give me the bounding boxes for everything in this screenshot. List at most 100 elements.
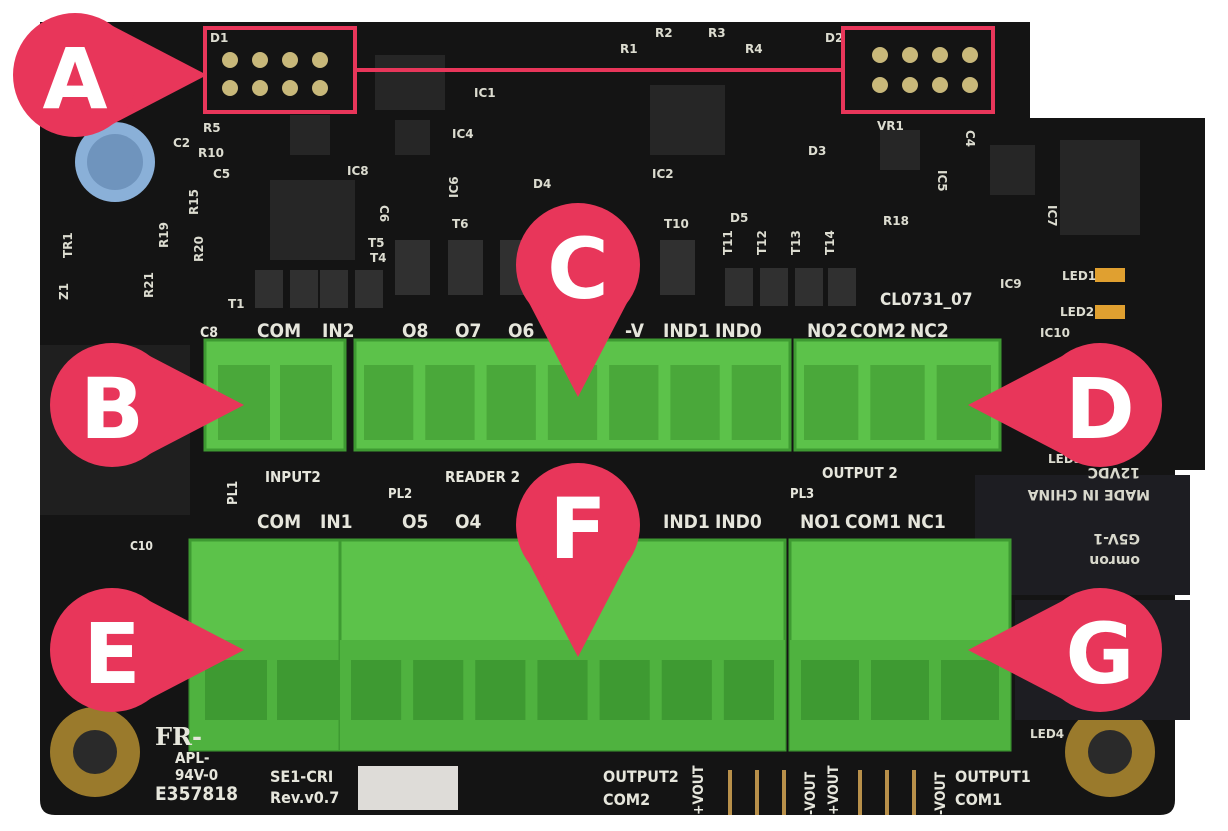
footer-rev: Rev.v0.7: [270, 788, 339, 807]
terminal-slot: [723, 660, 774, 720]
footer-cert: E357818: [155, 783, 238, 805]
component-label: LED4: [1030, 727, 1064, 741]
label-com: COM: [257, 320, 301, 342]
component-label: R3: [708, 26, 726, 40]
header-pins: [222, 47, 978, 96]
footer-com1: COM1: [955, 790, 1002, 809]
component-label: TR1: [61, 232, 75, 258]
component-label: R1: [620, 42, 638, 56]
terminal-block-output1: [788, 538, 1012, 752]
component-label: IC1: [474, 86, 496, 100]
label-o7: O7: [455, 320, 481, 342]
callout-letter: A: [42, 30, 107, 128]
label-ind1-top: IND1: [663, 320, 710, 342]
component-label: C4: [963, 130, 977, 147]
terminal-slot: [941, 660, 999, 720]
label-nc1: NC1: [907, 511, 946, 533]
blank-label-sticker: [358, 766, 458, 810]
callout-letter: C: [547, 220, 609, 318]
component-label: T11: [721, 230, 735, 255]
label-no2: NO2: [807, 320, 848, 342]
group-input2: INPUT2: [265, 468, 321, 486]
relay-brand: omron: [1089, 552, 1140, 568]
footer-vout-minus-1: -VOUT: [933, 771, 949, 815]
terminal-slot: [599, 660, 650, 720]
label-c8: C8: [200, 325, 218, 341]
callout-marker-f: F: [516, 463, 640, 657]
label-ind0-bottom: IND0: [715, 511, 762, 533]
terminal-slot: [351, 660, 402, 720]
component-label: T5: [368, 236, 385, 250]
leds: [1095, 268, 1125, 319]
callout-letter: G: [1066, 605, 1135, 703]
terminal-slot: [801, 660, 859, 720]
label-ind1-bottom: IND1: [663, 511, 710, 533]
label-o6: O6: [508, 320, 534, 342]
component-label: IC7: [1045, 205, 1059, 227]
label-nc2: NC2: [910, 320, 949, 342]
component-label: IC6: [447, 176, 461, 198]
component-label: LED1: [1062, 269, 1096, 283]
component-label: IC10: [1040, 326, 1070, 340]
relay-origin: MADE IN CHINA: [1027, 486, 1150, 502]
component-label: IC5: [935, 170, 949, 192]
footer-fr: FR-: [155, 722, 202, 751]
component-label: C5: [213, 167, 230, 181]
callout-letter: B: [80, 360, 144, 458]
terminal-slot: [661, 660, 712, 720]
terminal-slot: [731, 365, 781, 440]
label-minus-v: -V: [625, 320, 645, 342]
component-label: T1: [228, 297, 245, 311]
callout-marker-c: C: [516, 203, 640, 397]
terminal-slot: [609, 365, 659, 440]
component-label: R5: [203, 121, 221, 135]
component-label: VR1: [877, 119, 904, 133]
highlight-header-a: [203, 26, 995, 114]
component-label: R21: [142, 272, 156, 298]
footer-apl: APL-: [175, 749, 210, 767]
terminal-slot: [804, 365, 859, 440]
footer-vout-plus-2: +VOUT: [691, 765, 707, 815]
component-label: Z1: [57, 283, 71, 300]
component-label: R18: [883, 214, 909, 228]
callout-marker-g: G: [968, 588, 1162, 712]
label-in1: IN1: [320, 511, 353, 533]
component-label: D1: [210, 31, 228, 45]
label-com1: COM1: [845, 511, 901, 533]
component-label: T12: [755, 230, 769, 255]
terminal-slot: [364, 365, 414, 440]
footer-rating: 94V-0: [175, 766, 218, 784]
mounting-hole-left: [50, 707, 140, 797]
component-label: R15: [187, 189, 201, 215]
terminal-slot: [670, 365, 720, 440]
component-label: IC2: [652, 167, 674, 181]
component-label: R19: [157, 222, 171, 248]
terminal-block-output2: [793, 338, 1002, 452]
component-label: R10: [198, 146, 224, 160]
component-label: D2: [825, 31, 843, 45]
component-label: IC4: [452, 127, 474, 141]
label-o5: O5: [402, 511, 428, 533]
component-label: C2: [173, 136, 190, 150]
label-o4: O4: [455, 511, 482, 533]
label-board-id: CL0731_07: [880, 290, 972, 310]
component-label: R20: [192, 236, 206, 262]
label-com-bottom: COM: [257, 511, 301, 533]
component-label: IC8: [347, 164, 369, 178]
terminal-slot: [475, 660, 526, 720]
terminal-block-reader1: [338, 538, 787, 752]
terminal-slot: [413, 660, 464, 720]
component-label: T13: [789, 230, 803, 255]
group-reader2: READER 2: [445, 468, 520, 486]
relay-model: G5V-1: [1093, 530, 1140, 546]
component-label: LED2: [1060, 305, 1094, 319]
label-o8: O8: [402, 320, 428, 342]
label-ind0-top: IND0: [715, 320, 762, 342]
terminal-slot: [537, 660, 588, 720]
component-label: T10: [664, 217, 689, 231]
callout-letter: D: [1065, 360, 1135, 458]
label-c10: C10: [130, 539, 153, 553]
